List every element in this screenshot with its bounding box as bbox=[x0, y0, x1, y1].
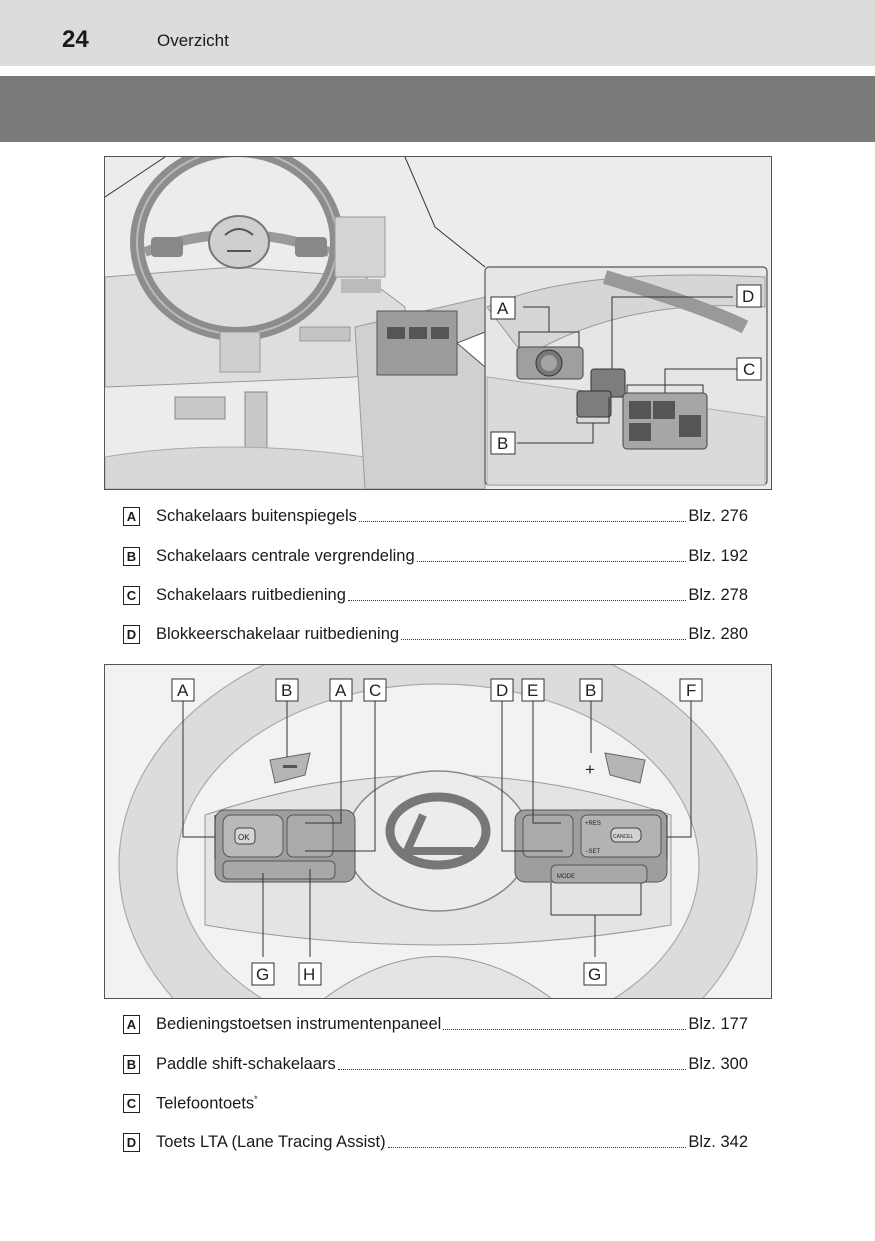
legend-letter-badge: C bbox=[123, 585, 140, 605]
legend-label: Toets LTA (Lane Tracing Assist) bbox=[156, 1133, 386, 1152]
legend-letter-badge: A bbox=[123, 1015, 140, 1035]
cancel-button-label: CANCEL bbox=[613, 834, 634, 840]
callout-c-letter: C bbox=[743, 360, 755, 379]
legend-label: Paddle shift-schakelaars bbox=[156, 1054, 336, 1073]
legend-letter-badge: D bbox=[123, 1133, 140, 1153]
leader-dots bbox=[337, 1068, 687, 1070]
page-reference-link[interactable]: Blz. 278 bbox=[688, 585, 748, 604]
callout-a bbox=[329, 678, 353, 702]
footnote-marker: * bbox=[254, 1093, 258, 1104]
callout-d bbox=[490, 678, 514, 702]
legend-letter-badge: B bbox=[123, 546, 140, 566]
callout-a bbox=[171, 678, 195, 702]
legend-letter-badge: B bbox=[123, 1054, 140, 1074]
door-switch-illustration: A B C D bbox=[105, 157, 771, 489]
callout-f bbox=[679, 678, 703, 702]
callout-h bbox=[298, 962, 322, 986]
callout-letter: B bbox=[281, 681, 292, 700]
legend-item: B Schakelaars centrale vergrendeling Blz… bbox=[123, 536, 748, 575]
legend-item: D Toets LTA (Lane Tracing Assist) Blz. 3… bbox=[123, 1123, 748, 1162]
leader-dots bbox=[416, 560, 687, 562]
callout-letter: D bbox=[496, 681, 508, 700]
page-reference-link[interactable]: Blz. 177 bbox=[688, 1015, 748, 1034]
callout-d-letter: D bbox=[742, 287, 754, 306]
legend-label: Blokkeerschakelaar ruitbediening bbox=[156, 625, 400, 644]
leader-dots bbox=[401, 639, 687, 641]
callout-e bbox=[521, 678, 545, 702]
legend-item: C Schakelaars ruitbediening Blz. 278 bbox=[123, 576, 748, 615]
callout-a-letter: A bbox=[497, 299, 509, 318]
legend-label: Schakelaars ruitbediening bbox=[156, 585, 346, 604]
callout-b bbox=[579, 678, 603, 702]
callout-letter: A bbox=[335, 681, 347, 700]
legend-label: Bedieningstoetsen instrumentenpaneel bbox=[156, 1015, 442, 1034]
figure-steering-wheel: + OK +RES −SET CANCEL MODE A B bbox=[104, 664, 772, 999]
page-header bbox=[0, 0, 875, 66]
callout-b bbox=[490, 431, 516, 455]
section-band bbox=[0, 76, 875, 142]
legend-steering-switches: A Bedieningstoetsen instrumentenpaneel B… bbox=[123, 1005, 748, 1163]
legend-letter-badge: A bbox=[123, 507, 140, 527]
callout-letter: C bbox=[369, 681, 381, 700]
callout-g bbox=[251, 962, 275, 986]
res-button-label: +RES bbox=[585, 821, 601, 827]
page-reference-link[interactable]: Blz. 276 bbox=[688, 507, 748, 526]
callout-c bbox=[736, 357, 762, 381]
callout-b-letter: B bbox=[497, 434, 508, 453]
leader-dots bbox=[387, 1147, 687, 1149]
legend-item: A Schakelaars buitenspiegels Blz. 276 bbox=[123, 497, 748, 536]
legend-item: B Paddle shift-schakelaars Blz. 300 bbox=[123, 1044, 748, 1083]
ok-button-label: OK bbox=[238, 833, 250, 842]
leader-dots bbox=[443, 1029, 687, 1031]
legend-label: Schakelaars buitenspiegels bbox=[156, 507, 357, 526]
legend-item: C Telefoontoets* bbox=[123, 1084, 748, 1123]
leader-dots bbox=[358, 521, 687, 523]
callout-letter: G bbox=[588, 965, 601, 984]
callout-d bbox=[736, 284, 762, 308]
callout-letter: E bbox=[527, 681, 538, 700]
page-reference-link[interactable]: Blz. 300 bbox=[688, 1054, 748, 1073]
set-button-label: −SET bbox=[585, 849, 601, 855]
callout-a bbox=[490, 296, 516, 320]
page-reference-link[interactable]: Blz. 192 bbox=[688, 546, 748, 565]
mode-button-label: MODE bbox=[557, 874, 575, 880]
callout-letter: H bbox=[303, 965, 315, 984]
callout-c bbox=[363, 678, 387, 702]
leader-dots bbox=[347, 599, 687, 601]
figure-door-switches: A B C D bbox=[104, 156, 772, 490]
page-reference-link[interactable]: Blz. 280 bbox=[688, 625, 748, 644]
legend-item: D Blokkeerschakelaar ruitbediening Blz. … bbox=[123, 615, 748, 654]
callout-letter: F bbox=[686, 681, 696, 700]
page-number: 24 bbox=[62, 26, 89, 53]
callout-letter: G bbox=[256, 965, 269, 984]
page-reference-link[interactable]: Blz. 342 bbox=[688, 1133, 748, 1152]
callout-letter: A bbox=[177, 681, 189, 700]
legend-label-text: Telefoontoets bbox=[156, 1094, 255, 1113]
callout-letter: B bbox=[585, 681, 596, 700]
svg-text:+: + bbox=[585, 760, 595, 779]
legend-letter-badge: D bbox=[123, 625, 140, 645]
legend-label: Schakelaars centrale vergrendeling bbox=[156, 546, 415, 565]
legend-label: Telefoontoets* bbox=[156, 1094, 258, 1114]
legend-door-switches: A Schakelaars buitenspiegels Blz. 276 B … bbox=[123, 497, 748, 655]
callout-b bbox=[275, 678, 299, 702]
legend-letter-badge: C bbox=[123, 1093, 140, 1113]
section-title: Overzicht bbox=[157, 31, 229, 50]
steering-wheel-illustration: + OK +RES −SET CANCEL MODE A B bbox=[105, 665, 771, 998]
callout-g bbox=[583, 962, 607, 986]
legend-item: A Bedieningstoetsen instrumentenpaneel B… bbox=[123, 1005, 748, 1044]
